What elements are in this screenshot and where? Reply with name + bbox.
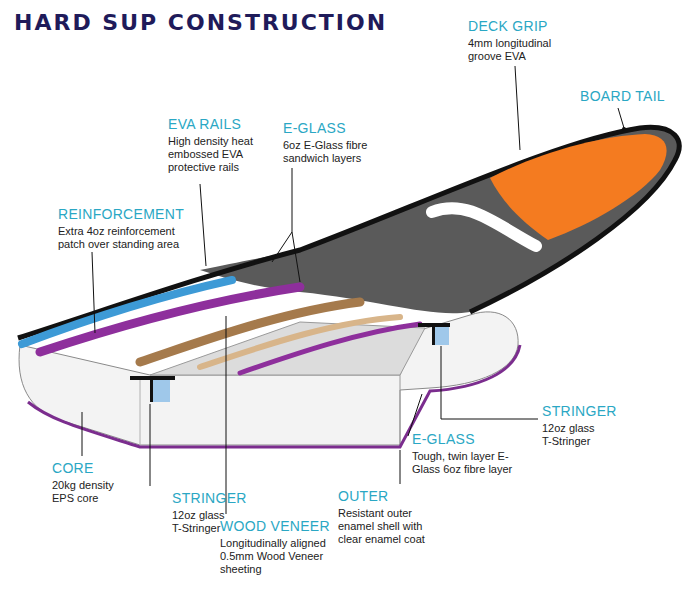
part-name: E-GLASS — [412, 431, 475, 447]
part-name: CORE — [52, 460, 94, 476]
part-name: STRINGER — [542, 403, 617, 419]
eglass-lower-layer — [240, 324, 420, 373]
part-name: STRINGER — [172, 490, 247, 506]
leader-lines — [82, 66, 624, 514]
part-name: BOARD TAIL — [580, 88, 665, 104]
part-name: REINFORCEMENT — [58, 206, 184, 222]
part-name: OUTER — [338, 488, 389, 504]
stringer-blue — [435, 327, 449, 345]
veneer-light-layer — [200, 317, 400, 367]
diagram-title: HARD SUP CONSTRUCTION — [14, 10, 387, 35]
part-description: Extra 4oz reinforcement patch over stand… — [58, 225, 188, 251]
block-edge — [400, 375, 401, 445]
part-description: Longitudinally aligned 0.5mm Wood Veneer… — [220, 537, 332, 576]
part-description: 4mm longitudinal groove EVA — [468, 37, 560, 63]
part-description: High density heat embossed EVA protectiv… — [168, 135, 268, 174]
block-edge — [140, 380, 141, 445]
deck-pad — [490, 134, 667, 240]
part-description: 12oz glass T-Stringer — [542, 422, 607, 448]
part-description: Tough, twin layer E-Glass 6oz fibre laye… — [412, 450, 528, 476]
part-description: 20kg density EPS core — [52, 479, 122, 505]
deck-swirl — [432, 208, 536, 246]
stringer-t — [432, 327, 435, 345]
eva-rail-layer — [22, 280, 232, 344]
deck-surface — [200, 127, 679, 313]
part-name: E-GLASS — [283, 120, 346, 136]
part-description: 6oz E-Glass fibre sandwich layers — [283, 139, 383, 165]
part-name: EVA RAILS — [168, 116, 241, 132]
part-description: Resistant outer enamel shell with clear … — [338, 507, 433, 546]
part-name: WOOD VENEER — [220, 518, 330, 534]
stringer-blue — [153, 380, 170, 402]
leader-dot — [622, 127, 626, 131]
stringer-t — [150, 380, 153, 402]
stringer-t — [418, 323, 450, 327]
part-name: DECK GRIP — [468, 18, 548, 34]
stringer-t — [130, 376, 175, 380]
